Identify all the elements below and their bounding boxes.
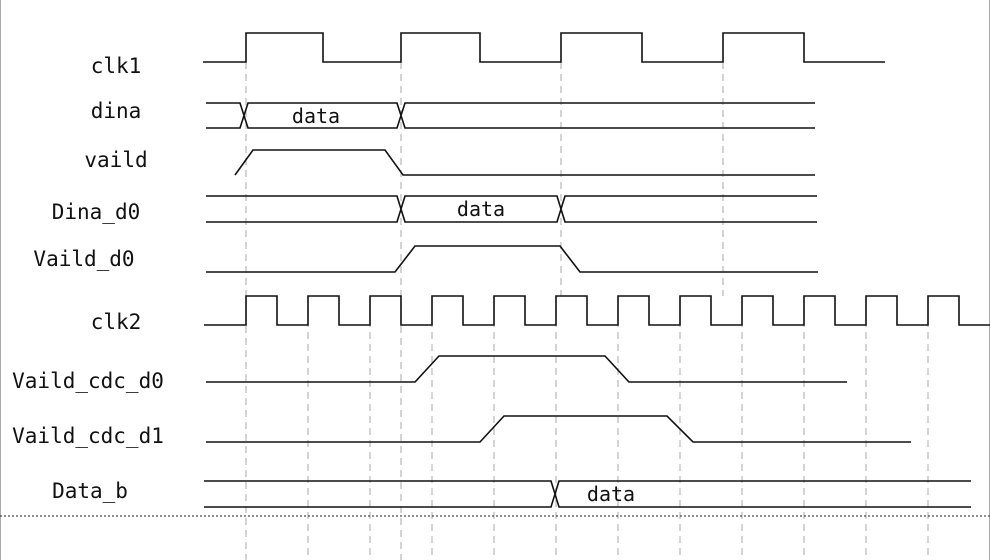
wave-clk1 (203, 32, 885, 63)
wave-vaild-cdc-d0 (206, 355, 847, 383)
wave-dina (206, 102, 815, 129)
label-dina-d0: Dina_d0 (52, 200, 141, 224)
wave-clk2 (204, 295, 990, 326)
wave-dina-d0 (206, 195, 817, 223)
label-dina: dina (91, 99, 142, 123)
data-b-data-label: data (587, 482, 635, 506)
wave-vaild-cdc-d1 (206, 415, 911, 443)
wave-vaild-d0 (206, 245, 818, 273)
wave-data-b (204, 480, 971, 508)
label-vaild: vaild (84, 148, 147, 172)
label-clk1: clk1 (91, 54, 142, 78)
label-data-b: Data_b (52, 479, 128, 503)
wave-vaild (234, 149, 815, 176)
label-clk2: clk2 (91, 310, 142, 334)
label-vaild-cdc-d1: Vaild_cdc_d1 (12, 424, 164, 448)
dina-data-label: data (292, 104, 340, 128)
dina-d0-data-label: data (457, 197, 505, 221)
label-vaild-d0: Vaild_d0 (33, 247, 134, 271)
label-vaild-cdc-d0: Vaild_cdc_d0 (12, 369, 164, 393)
